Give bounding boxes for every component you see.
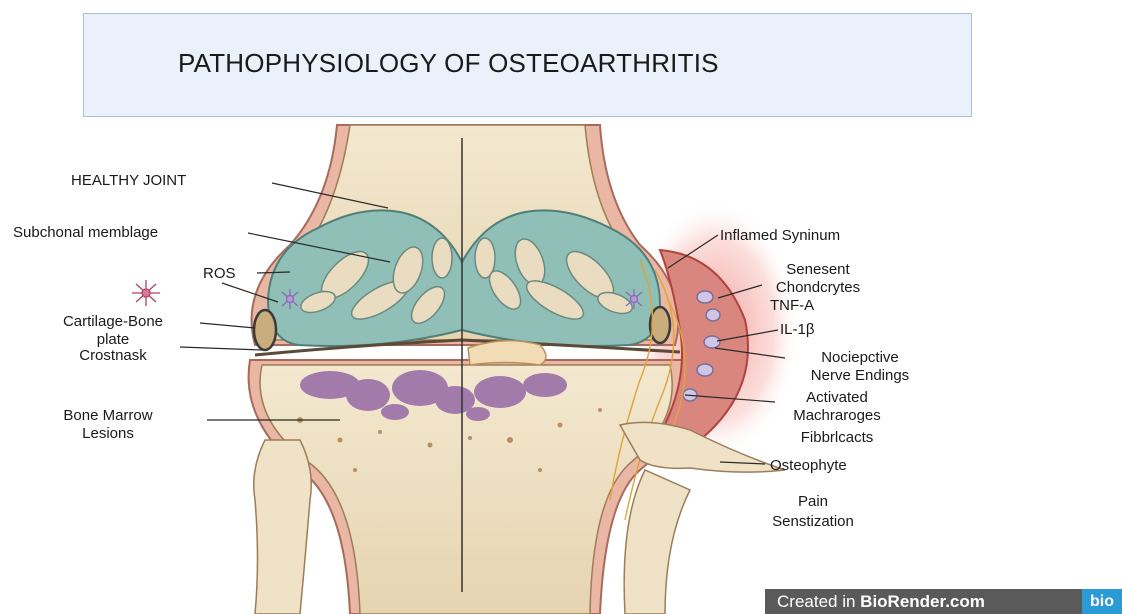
- label-inflamed-synovium: Inflamed Syninum: [720, 227, 840, 245]
- biorender-logo-icon: bio: [1082, 589, 1122, 614]
- label-cartilage-line3: Crostnask: [38, 347, 188, 365]
- label-bone-marrow-lesions: Bone Marrow Lesions: [38, 407, 178, 443]
- label-senescent-line1: Senesent: [763, 261, 873, 279]
- label-subchondral: Subchonal memblage: [13, 224, 158, 242]
- label-osteophyte: Osteophyte: [770, 457, 847, 475]
- label-healthy-joint: HEALTHY JOINT: [71, 172, 186, 190]
- label-macrophages-line1: Activated: [772, 389, 902, 407]
- label-nociceptive-line1: Nociepctive: [785, 349, 935, 367]
- cartilage-bone-plate: [254, 310, 276, 350]
- fibula: [254, 440, 312, 614]
- label-tnf-a: TNF-A: [770, 297, 814, 315]
- label-nociceptive-nerve-endings: Nociepctive Nerve Endings: [785, 349, 935, 385]
- label-cartilage-bone-plate: Cartilage-Bone plate Crostnask: [38, 313, 188, 365]
- label-senescent-line2: Chondcrytes: [763, 279, 873, 297]
- badge-brand: BioRender.com: [860, 592, 985, 611]
- label-pain-sensitization: Pain Senstization: [758, 493, 868, 531]
- label-il-1b: IL-1β: [780, 321, 814, 339]
- label-nociceptive-line2: Nerve Endings: [785, 367, 935, 385]
- label-cartilage-line1: Cartilage-Bone: [38, 313, 188, 331]
- ros-marker-icon: [132, 280, 160, 306]
- biorender-badge[interactable]: Created in BioRender.com bio: [765, 589, 1122, 614]
- label-macrophages-line2: Machraroges: [772, 407, 902, 425]
- badge-prefix: Created in: [777, 592, 860, 611]
- label-senescent-chondrocytes: Senesent Chondcrytes: [763, 261, 873, 297]
- label-macrophages-line3: Fibbrlcacts: [772, 429, 902, 447]
- label-ros: ROS: [203, 265, 236, 283]
- label-bml-line2: Lesions: [38, 425, 178, 443]
- label-bml-line1: Bone Marrow: [38, 407, 178, 425]
- label-pain-line1: Pain: [758, 493, 868, 511]
- label-activated-macrophages: Activated Machraroges Fibbrlcacts: [772, 389, 902, 447]
- label-pain-line2: Senstization: [758, 513, 868, 531]
- cartilage-fragment: [468, 341, 546, 365]
